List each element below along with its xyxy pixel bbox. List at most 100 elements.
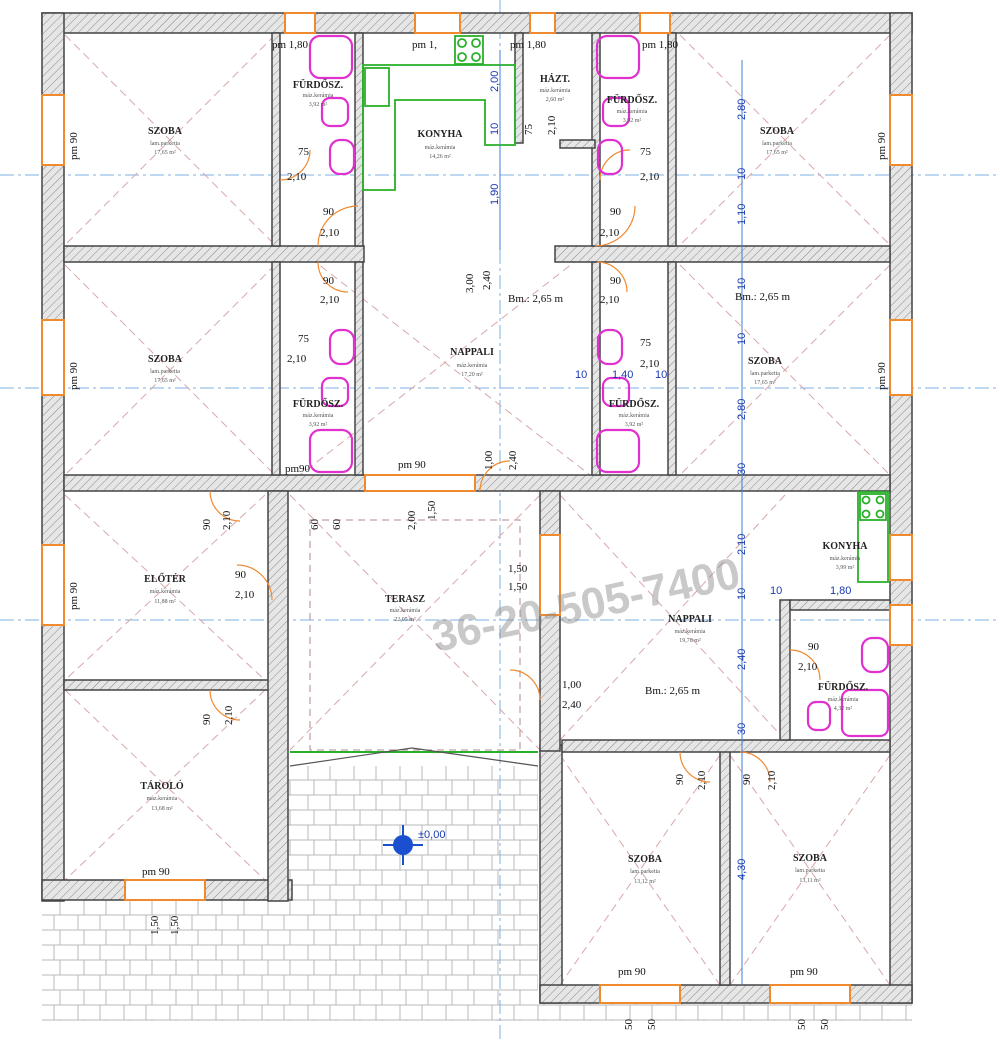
svg-text:máz.kerámia: máz.kerámia bbox=[303, 413, 334, 419]
svg-text:1,50: 1,50 bbox=[149, 915, 161, 935]
svg-text:13,12 m²: 13,12 m² bbox=[634, 879, 656, 885]
svg-text:SZOBA: SZOBA bbox=[793, 853, 828, 864]
svg-text:1,50: 1,50 bbox=[426, 500, 438, 520]
svg-text:pm 1,: pm 1, bbox=[412, 39, 437, 51]
svg-text:pm90: pm90 bbox=[285, 463, 311, 475]
terrace-roof-outline bbox=[289, 747, 539, 767]
svg-text:75: 75 bbox=[640, 337, 652, 349]
svg-text:SZOBA: SZOBA bbox=[148, 126, 183, 137]
svg-text:máz.kerámia: máz.kerámia bbox=[303, 93, 334, 99]
svg-text:máz.kerámia: máz.kerámia bbox=[540, 88, 571, 94]
svg-text:17,65 m²: 17,65 m² bbox=[154, 378, 176, 384]
svg-text:90: 90 bbox=[235, 569, 247, 581]
svg-text:10: 10 bbox=[575, 369, 587, 381]
svg-text:90: 90 bbox=[201, 714, 213, 726]
svg-text:3,92 m²: 3,92 m² bbox=[309, 102, 328, 108]
svg-text:50: 50 bbox=[623, 1019, 635, 1031]
svg-text:3,92 m²: 3,92 m² bbox=[309, 422, 328, 428]
svg-text:2,10: 2,10 bbox=[287, 171, 307, 183]
svg-text:1,00: 1,00 bbox=[483, 450, 495, 470]
svg-text:2,10: 2,10 bbox=[600, 227, 620, 239]
svg-text:90: 90 bbox=[610, 275, 622, 287]
svg-text:NAPPALI: NAPPALI bbox=[450, 347, 494, 358]
svg-text:4,32 m²: 4,32 m² bbox=[834, 706, 853, 712]
svg-text:2,10: 2,10 bbox=[600, 294, 620, 306]
svg-text:11,88 m²: 11,88 m² bbox=[154, 599, 175, 605]
svg-text:3,92 m²: 3,92 m² bbox=[625, 422, 644, 428]
svg-text:máz.kerámia: máz.kerámia bbox=[150, 589, 181, 595]
svg-text:TERASZ: TERASZ bbox=[385, 594, 425, 605]
svg-text:pm 90: pm 90 bbox=[68, 582, 80, 610]
svg-text:1,00: 1,00 bbox=[562, 679, 582, 691]
blue-dimension-chain bbox=[499, 50, 743, 985]
svg-text:14,26 m²: 14,26 m² bbox=[429, 154, 451, 160]
svg-text:75: 75 bbox=[298, 333, 310, 345]
svg-text:2,40: 2,40 bbox=[562, 699, 582, 711]
svg-text:1,80: 1,80 bbox=[830, 585, 851, 597]
doors bbox=[209, 149, 821, 783]
svg-text:máz.kerámia: máz.kerámia bbox=[617, 109, 648, 115]
svg-text:1,50: 1,50 bbox=[169, 915, 181, 935]
svg-text:lam.parketta: lam.parketta bbox=[630, 869, 660, 875]
svg-text:pm 90: pm 90 bbox=[876, 362, 888, 390]
svg-text:3,00: 3,00 bbox=[464, 273, 476, 293]
svg-text:2,10: 2,10 bbox=[221, 510, 233, 530]
svg-text:2,10: 2,10 bbox=[736, 534, 748, 555]
svg-text:75: 75 bbox=[640, 146, 652, 158]
svg-text:Bm.: 2,65 m: Bm.: 2,65 m bbox=[508, 293, 563, 305]
svg-text:KONYHA: KONYHA bbox=[823, 541, 869, 552]
svg-text:lam.parketta: lam.parketta bbox=[150, 141, 180, 147]
window-labels: pm 1,80 pm 1, pm 1,80 pm 1,80 pm 90 pm90… bbox=[68, 39, 888, 978]
svg-text:1,50: 1,50 bbox=[508, 563, 528, 575]
svg-text:50: 50 bbox=[646, 1019, 658, 1031]
svg-text:pm 90: pm 90 bbox=[618, 966, 646, 978]
svg-text:Bm.: 2,65 m: Bm.: 2,65 m bbox=[735, 291, 790, 303]
svg-text:2,10: 2,10 bbox=[696, 770, 708, 790]
level-marker bbox=[383, 825, 423, 865]
svg-text:10: 10 bbox=[736, 168, 748, 180]
svg-text:2,10: 2,10 bbox=[798, 661, 818, 673]
svg-text:2,60 m²: 2,60 m² bbox=[546, 97, 565, 103]
svg-text:17,20 m²: 17,20 m² bbox=[461, 372, 483, 378]
svg-text:2,10: 2,10 bbox=[640, 171, 660, 183]
svg-text:lam.parketta: lam.parketta bbox=[750, 371, 780, 377]
svg-text:máz.kerámia: máz.kerámia bbox=[390, 608, 421, 614]
svg-text:pm 1,80: pm 1,80 bbox=[642, 39, 679, 51]
svg-text:2,00: 2,00 bbox=[406, 510, 418, 530]
svg-text:2,10: 2,10 bbox=[640, 358, 660, 370]
svg-text:2,00: 2,00 bbox=[489, 71, 501, 92]
svg-text:máz.kerámia: máz.kerámia bbox=[457, 363, 488, 369]
svg-text:60: 60 bbox=[331, 519, 343, 531]
svg-text:1,50: 1,50 bbox=[508, 581, 528, 593]
svg-text:10: 10 bbox=[770, 585, 782, 597]
blue-dimension-texts: 2,00 10 1,90 2,80 10 1,10 10 10 2,80 30 … bbox=[489, 71, 851, 880]
level-label: ±0,00 bbox=[418, 829, 445, 841]
svg-text:2,10: 2,10 bbox=[546, 115, 558, 135]
svg-text:22,05 m²: 22,05 m² bbox=[394, 617, 416, 623]
svg-text:2,80: 2,80 bbox=[736, 399, 748, 420]
room-label-szoba-5: SZOBA lam.parketta 13,12 m² bbox=[628, 854, 663, 885]
svg-text:SZOBA: SZOBA bbox=[628, 854, 663, 865]
svg-text:pm 90: pm 90 bbox=[68, 132, 80, 160]
svg-text:pm 1,80: pm 1,80 bbox=[272, 39, 309, 51]
svg-text:SZOBA: SZOBA bbox=[760, 126, 795, 137]
svg-text:60: 60 bbox=[309, 519, 321, 531]
svg-text:máz.kerámia: máz.kerámia bbox=[675, 629, 706, 635]
svg-text:3,99 m²: 3,99 m² bbox=[836, 565, 855, 571]
svg-text:19,78 m²: 19,78 m² bbox=[679, 638, 701, 644]
svg-text:90: 90 bbox=[610, 206, 622, 218]
svg-text:90: 90 bbox=[323, 206, 335, 218]
svg-text:TÁROLÓ: TÁROLÓ bbox=[140, 780, 184, 792]
svg-text:2,10: 2,10 bbox=[320, 227, 340, 239]
svg-text:2,40: 2,40 bbox=[507, 450, 519, 470]
